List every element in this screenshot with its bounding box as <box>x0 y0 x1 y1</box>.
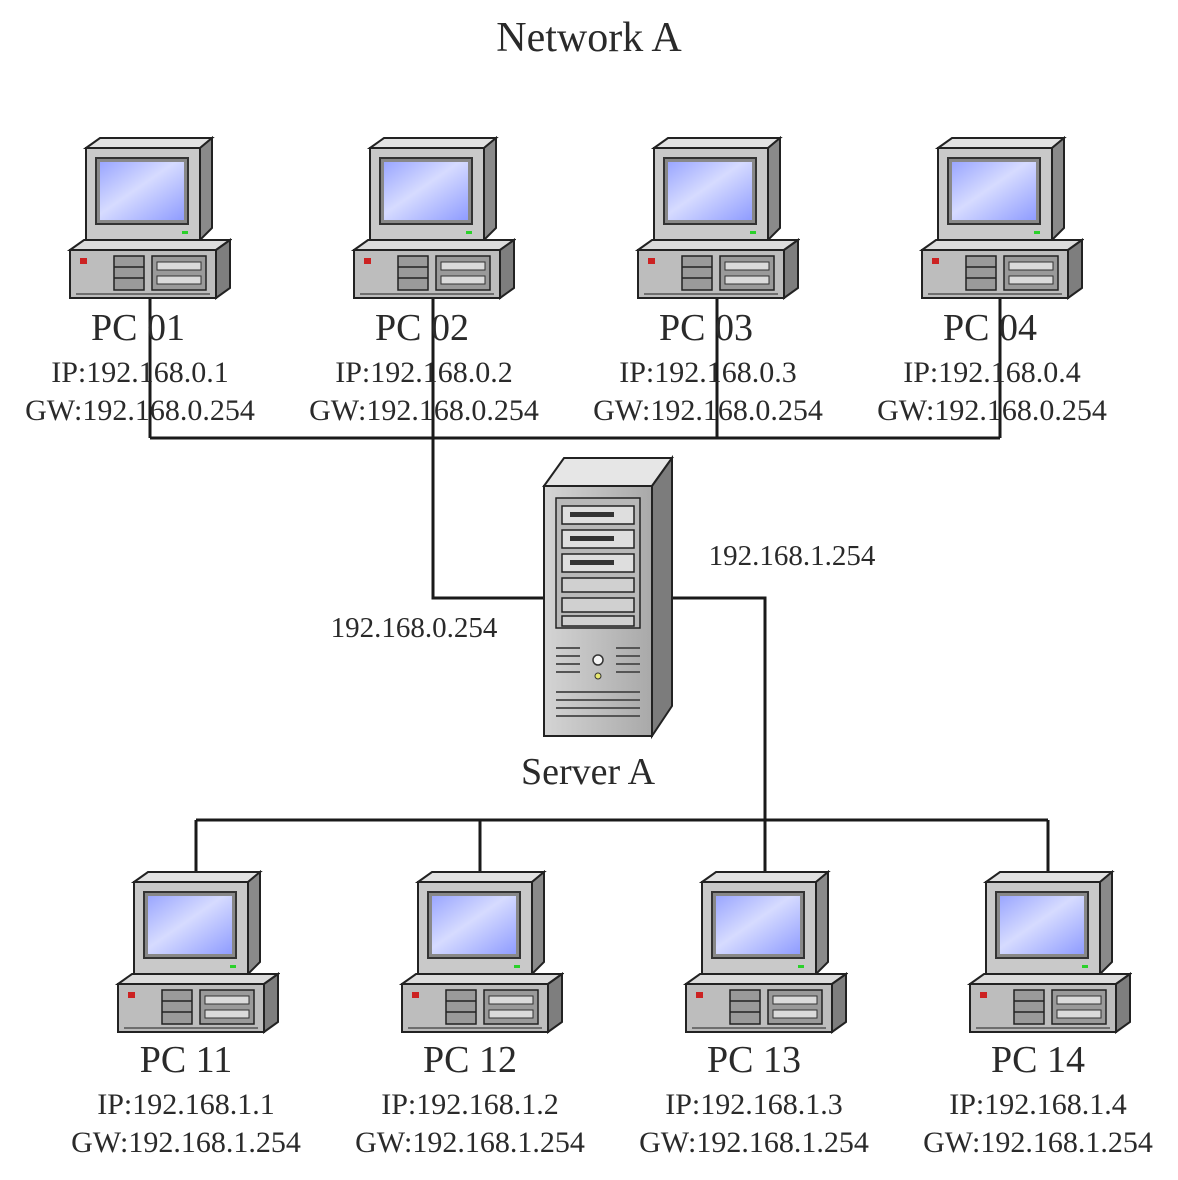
desktop-computer-icon <box>66 136 232 302</box>
pc-ip: IP:192.168.1.1 <box>97 1088 275 1121</box>
pc-ip: IP:192.168.1.3 <box>665 1088 843 1121</box>
desktop-computer-icon <box>350 136 516 302</box>
diagram-title: Network A <box>496 15 682 61</box>
pc-name: PC 04 <box>943 307 1037 349</box>
desktop-computer-icon <box>966 870 1132 1036</box>
pc-gateway: GW:192.168.1.254 <box>639 1126 869 1159</box>
pc-ip: IP:192.168.0.4 <box>903 356 1081 389</box>
pc-name: PC 12 <box>423 1039 517 1081</box>
pc-gateway: GW:192.168.1.254 <box>355 1126 585 1159</box>
pc-ip: IP:192.168.1.4 <box>949 1088 1127 1121</box>
pc-ip: IP:192.168.0.1 <box>51 356 229 389</box>
pc-name: PC 11 <box>139 1039 233 1081</box>
desktop-computer-icon <box>398 870 564 1036</box>
desktop-computer-icon <box>114 870 280 1036</box>
pc-gateway: GW:192.168.0.254 <box>877 394 1107 427</box>
pc-ip: IP:192.168.0.3 <box>619 356 797 389</box>
server-right-ip: 192.168.1.254 <box>708 540 876 572</box>
server-right-link <box>652 596 767 820</box>
pc-gateway: GW:192.168.0.254 <box>593 394 823 427</box>
server-left-ip: 192.168.0.254 <box>330 612 498 644</box>
pc-name: PC 13 <box>707 1039 801 1081</box>
pc-gateway: GW:192.168.1.254 <box>923 1126 1153 1159</box>
pc-gateway: GW:192.168.0.254 <box>309 394 539 427</box>
pc-name: PC 01 <box>91 307 185 349</box>
desktop-computer-icon <box>634 136 800 302</box>
server-name: Server A <box>520 751 656 793</box>
pc-name: PC 02 <box>375 307 469 349</box>
desktop-computer-icon <box>682 870 848 1036</box>
server-left-link <box>431 438 545 600</box>
pc-gateway: GW:192.168.0.254 <box>25 394 255 427</box>
pc-name: PC 03 <box>659 307 753 349</box>
pc-name: PC 14 <box>991 1039 1085 1081</box>
desktop-computer-icon <box>918 136 1084 302</box>
pc-ip: IP:192.168.0.2 <box>335 356 513 389</box>
pc-gateway: GW:192.168.1.254 <box>71 1126 301 1159</box>
tower-server-icon <box>540 454 674 740</box>
pc-ip: IP:192.168.1.2 <box>381 1088 559 1121</box>
